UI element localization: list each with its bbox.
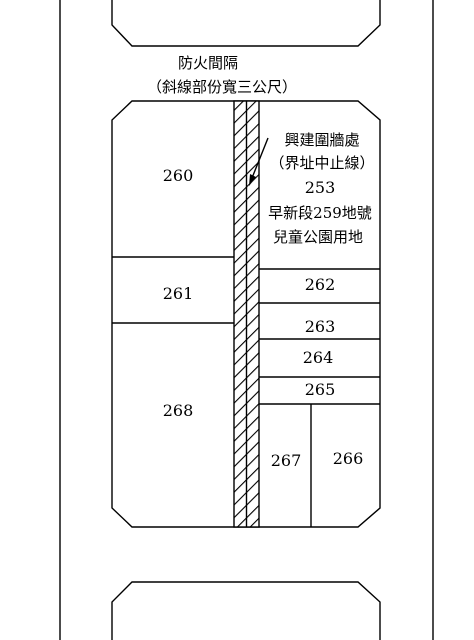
main-block-outline xyxy=(111,100,381,528)
parcel-253-number: 253 xyxy=(305,178,336,197)
parcel-263-label: 263 xyxy=(305,317,336,336)
boundary-pointer-arrowhead xyxy=(249,174,256,186)
parcel-264-label: 264 xyxy=(303,348,334,367)
firebreak-title: 防火間隔 xyxy=(178,54,238,72)
parcel-266-label: 266 xyxy=(333,449,364,468)
parcel-265-label: 265 xyxy=(305,380,336,399)
firebreak-note: （斜線部份寬三公尺） xyxy=(147,78,297,96)
bottom-block-outline xyxy=(111,581,381,640)
boundary-note-line2: （界址中止線） xyxy=(269,154,374,172)
boundary-note-line1: 興建圍牆處 xyxy=(284,131,359,149)
top-block-outline xyxy=(111,0,381,47)
parcel-261-label: 261 xyxy=(163,284,194,303)
parcel-267-label: 267 xyxy=(271,451,302,470)
parcel-253-lot-note: 早新段259地號 xyxy=(268,204,372,222)
boundary-pointer-line xyxy=(251,137,269,179)
parcel-260-label: 260 xyxy=(163,166,194,185)
parcel-262-label: 262 xyxy=(305,275,336,294)
parcel-253-use-note: 兒童公園用地 xyxy=(273,228,363,246)
parcel-268-label: 268 xyxy=(163,401,194,420)
